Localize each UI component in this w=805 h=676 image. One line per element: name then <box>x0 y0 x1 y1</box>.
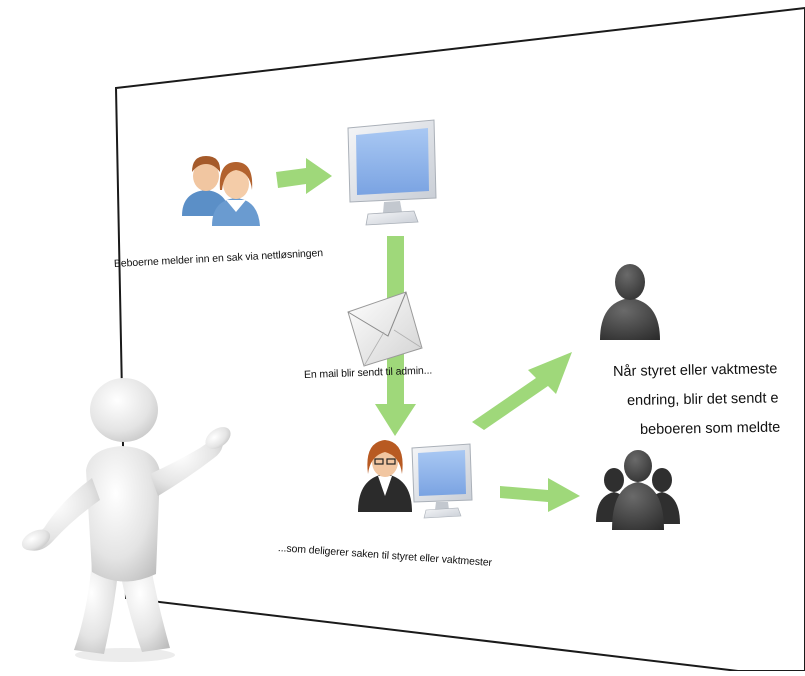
envelope-icon <box>347 291 423 367</box>
presentation-screen <box>114 6 805 672</box>
label-notify-line-3: beboeren som meldte <box>639 419 781 438</box>
arrow-admin-to-person <box>472 352 572 430</box>
computer-monitor-icon <box>347 119 437 226</box>
arrow-admin-to-group <box>500 478 580 512</box>
person-silhouette-icon <box>600 264 660 340</box>
admin-computer-monitor-icon <box>411 443 473 519</box>
label-notify-line-1: Når styret eller vaktmeste <box>612 361 778 380</box>
arrow-residents-to-computer <box>276 158 332 194</box>
3d-presenter-figure-icon <box>21 378 231 662</box>
admin-woman-icon <box>358 440 412 512</box>
group-silhouette-icon <box>596 450 680 530</box>
residents-icon <box>182 156 260 226</box>
label-notify-line-2: endring, blir det sendt e <box>626 390 779 409</box>
